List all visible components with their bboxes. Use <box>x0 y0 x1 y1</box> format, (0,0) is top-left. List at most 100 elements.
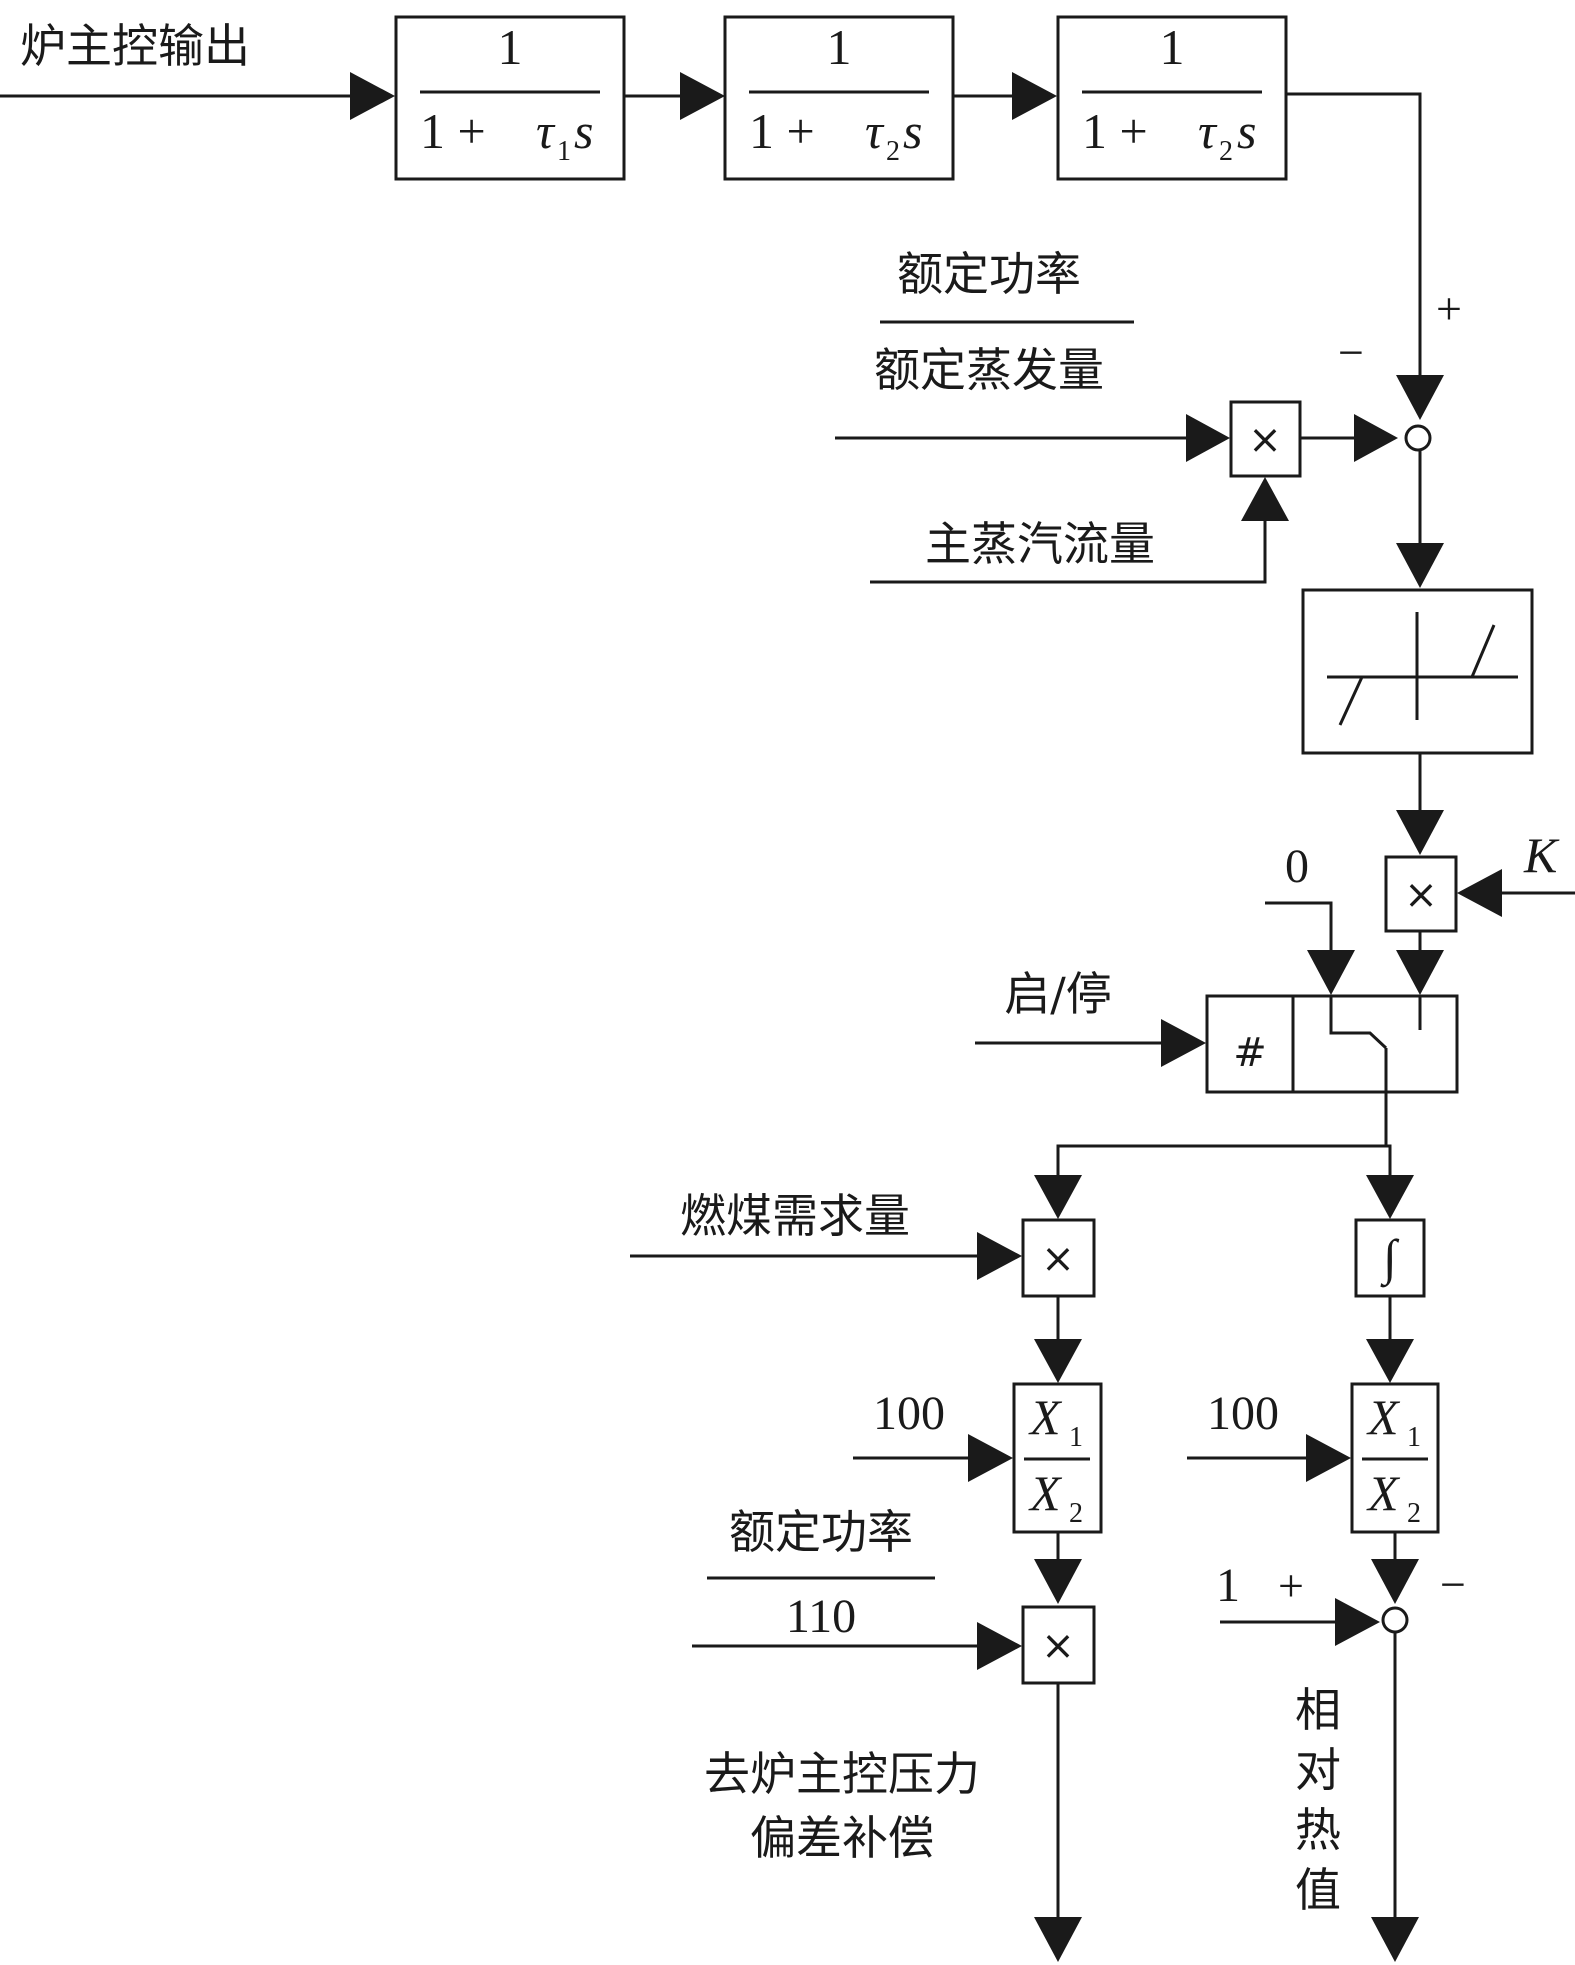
integrator-block: ∫ <box>1354 1218 1426 1298</box>
arrow-into-switch-left <box>1307 950 1355 995</box>
arrow-into-mult4-top <box>1034 1559 1082 1604</box>
lag-block-1: 1 1 + τ 1 s <box>394 15 626 181</box>
boiler-master-output-label: 炉主控输出 <box>20 19 250 73</box>
sum1-plus-sign: + <box>1436 283 1462 334</box>
arrow-into-sum2-top <box>1371 1559 1419 1604</box>
split-left-line <box>1056 1092 1388 1178</box>
summing-junction-1 <box>1404 424 1432 452</box>
mult1-symbol: × <box>1248 417 1282 463</box>
switch-body <box>1291 994 1459 1094</box>
lag1-numerator: 1 <box>498 19 523 75</box>
steam-flow-line <box>870 514 1267 584</box>
arrow-into-mult3-top <box>1034 1175 1082 1219</box>
mult4-symbol: × <box>1041 1623 1075 1669</box>
lag2-tau-sub: 2 <box>886 136 900 167</box>
coal-demand-label: 燃煤需求量 <box>680 1189 910 1243</box>
lag1-tau-sub: 1 <box>557 136 571 167</box>
arrow-into-divider-left <box>1034 1339 1082 1383</box>
arrow-into-lag1 <box>350 72 395 120</box>
divider-left-x1: X <box>1028 1389 1063 1445</box>
relative-heat-char-2: 对 <box>1295 1743 1341 1797</box>
arrow-into-mult2-top <box>1396 810 1444 855</box>
multiplier-3: × <box>1021 1218 1096 1298</box>
start-stop-label: 启/停 <box>1004 967 1112 1021</box>
one-ten-label: 110 <box>786 1590 856 1643</box>
multiplier-4: × <box>1021 1605 1096 1685</box>
lag3-numerator: 1 <box>1160 19 1185 75</box>
multiplier-2: × <box>1384 855 1458 933</box>
multiplier-1: × <box>1229 400 1302 478</box>
main-steam-flow-label: 主蒸汽流量 <box>925 517 1155 571</box>
sum2-minus-sign: − <box>1440 1559 1466 1610</box>
arrow-into-mult1 <box>1186 414 1230 462</box>
arrow-into-mult4-left <box>977 1622 1022 1670</box>
zero-line <box>1265 901 1333 953</box>
relative-heat-char-4: 值 <box>1295 1863 1341 1917</box>
lag3-tau-sub: 2 <box>1219 136 1233 167</box>
switch-hash-symbol: # <box>1233 1030 1267 1076</box>
pressure-comp-label-line1: 去炉主控压力 <box>704 1747 980 1801</box>
sum1-minus-sign: − <box>1338 327 1364 378</box>
rated-steam-label: 额定蒸发量 <box>874 343 1104 397</box>
summing-junction-2 <box>1381 1606 1409 1634</box>
lag-block-3: 1 1 + τ 2 s <box>1056 15 1288 181</box>
rated-power-label: 额定功率 <box>897 247 1081 301</box>
lag2-den-prefix: 1 + <box>749 103 815 159</box>
arrow-into-sum1-left <box>1354 414 1398 462</box>
arrow-into-lag2 <box>680 72 725 120</box>
one-label: 1 <box>1216 1559 1240 1612</box>
sum2-plus-sign: + <box>1278 1560 1304 1611</box>
lag1-s: s <box>574 103 593 159</box>
lag-block-2: 1 1 + τ 2 s <box>723 15 955 181</box>
arrow-into-mult1-bottom <box>1241 477 1289 521</box>
rated-power-label-2: 额定功率 <box>729 1505 913 1559</box>
arrow-into-switch-control <box>1161 1019 1206 1067</box>
arrow-into-integrator <box>1366 1175 1414 1219</box>
lag2-numerator: 1 <box>827 19 852 75</box>
divider-right-x2: X <box>1366 1465 1401 1521</box>
deadband-curve-right <box>1444 624 1496 679</box>
lag3-den-prefix: 1 + <box>1082 103 1148 159</box>
mult2-symbol: × <box>1404 872 1438 918</box>
arrow-into-switch-right <box>1396 950 1444 995</box>
lag2-s: s <box>903 103 922 159</box>
lag1-den-prefix: 1 + <box>420 103 486 159</box>
hundred-right-label: 100 <box>1207 1387 1279 1440</box>
arrow-into-mult2-right <box>1457 869 1502 917</box>
switch-block: # <box>1205 994 1459 1094</box>
split-right-line <box>1386 1144 1392 1178</box>
arrow-into-divider-right <box>1366 1339 1414 1383</box>
dead-band-block <box>1301 588 1534 755</box>
gain-k-label: K <box>1523 827 1560 883</box>
divider-left-sub2: 2 <box>1069 1498 1083 1529</box>
arrow-into-sum1-top <box>1396 375 1444 420</box>
arrow-into-divider-left-side <box>968 1434 1013 1482</box>
divider-right-sub1: 1 <box>1407 1422 1421 1453</box>
arrow-into-lag3 <box>1012 72 1057 120</box>
zero-label: 0 <box>1285 840 1309 893</box>
switch-blade <box>1329 1030 1388 1050</box>
lag2-tau: τ <box>865 103 885 159</box>
divider-left-x2: X <box>1028 1465 1063 1521</box>
deadband-curve-left <box>1338 675 1390 726</box>
arrow-into-divider-right-side <box>1306 1434 1351 1482</box>
divider-left: X 1 X 2 <box>1012 1382 1103 1534</box>
arrow-output-pressure-comp <box>1034 1917 1082 1962</box>
divider-right: X 1 X 2 <box>1350 1382 1440 1534</box>
hundred-left-label: 100 <box>873 1387 945 1440</box>
lag3-s: s <box>1237 103 1256 159</box>
arrow-into-sum2-left <box>1335 1598 1380 1646</box>
relative-heat-char-3: 热 <box>1295 1803 1341 1857</box>
arrow-into-deadband <box>1396 543 1444 588</box>
integral-symbol: ∫ <box>1380 1229 1400 1288</box>
lag3-to-sum1-line <box>1286 92 1422 378</box>
arrow-output-relative-heat <box>1371 1917 1419 1962</box>
divider-right-x1: X <box>1366 1389 1401 1445</box>
divider-left-sub1: 1 <box>1069 1422 1083 1453</box>
relative-heat-char-1: 相 <box>1295 1683 1341 1737</box>
lag1-tau: τ <box>536 103 556 159</box>
arrow-into-mult3-left <box>977 1232 1022 1280</box>
lag3-tau: τ <box>1198 103 1218 159</box>
mult3-symbol: × <box>1041 1236 1075 1282</box>
